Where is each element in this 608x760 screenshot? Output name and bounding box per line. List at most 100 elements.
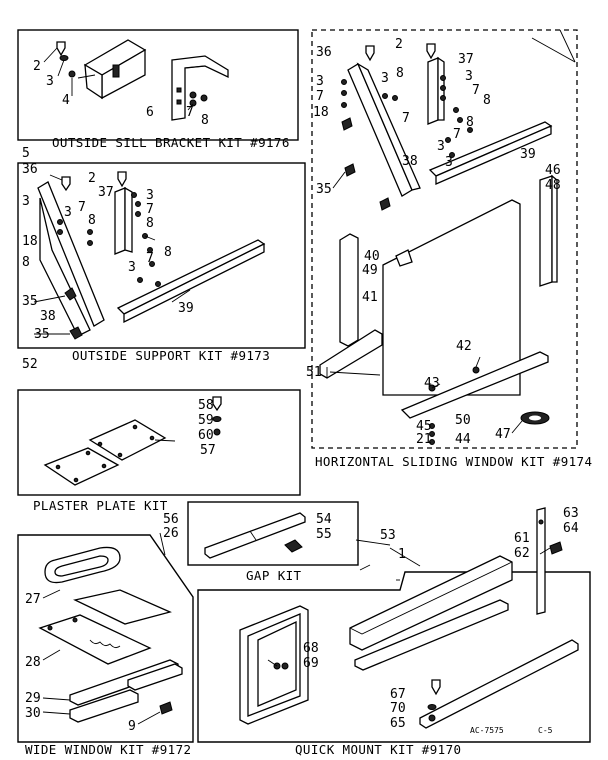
callout: 39 (178, 301, 194, 316)
callout: 58 (198, 398, 214, 413)
callout: 35 (22, 294, 38, 309)
callout: 52 (22, 357, 38, 372)
callout: 36 (316, 45, 332, 60)
callout: 45 (416, 419, 432, 434)
horizontal-sliding-window-kit-panel (311, 29, 578, 449)
callout: 44 (455, 432, 471, 447)
callout: 7 (146, 251, 154, 266)
callout: 7 (453, 127, 461, 142)
gap-kit-panel (187, 501, 359, 566)
callout: 38 (402, 154, 418, 169)
callout: 69 (303, 656, 319, 671)
callout: 46 (545, 163, 561, 178)
callout: 26 (163, 526, 179, 541)
kit-title-outside-support: OUTSIDE SUPPORT KIT #9173 (72, 348, 270, 363)
callout: 30 (25, 706, 41, 721)
quick-mount-kit-panel (197, 571, 591, 743)
quick-mount-parts (239, 507, 579, 729)
callout: 18 (313, 105, 329, 120)
callout: 37 (98, 185, 114, 200)
callout: 57 (200, 443, 216, 458)
callout: 8 (22, 255, 30, 270)
callout: 4 (62, 93, 70, 108)
callout: 3 (146, 188, 154, 203)
kit-title-gap: GAP KIT (246, 568, 302, 583)
callout: 5 (22, 146, 30, 161)
callout: 68 (303, 641, 319, 656)
callout: 67 (390, 687, 406, 702)
callout: 8 (396, 66, 404, 81)
callout: 7 (472, 83, 480, 98)
callout: 60 (198, 428, 214, 443)
callout: 8 (466, 115, 474, 130)
wide-window-kit-panel (17, 534, 194, 743)
callout: 3 (22, 194, 30, 209)
leader-lines (33, 47, 551, 725)
callout: 56 (163, 512, 179, 527)
callout: 1 (398, 547, 406, 562)
callout: 3 (316, 74, 324, 89)
wide-window-parts (38, 546, 183, 723)
gap-kit-parts (204, 512, 306, 559)
callout: 43 (424, 376, 440, 391)
callout: 3 (128, 260, 136, 275)
plaster-plate-kit-panel (17, 389, 301, 496)
outside-support-parts (37, 171, 266, 340)
callout: 54 (316, 512, 332, 527)
callout: 7 (402, 111, 410, 126)
callout: 7 (78, 200, 86, 215)
plaster-plate-parts (43, 396, 222, 486)
outside-sill-bracket-kit-panel (17, 29, 299, 141)
callout: 8 (88, 213, 96, 228)
callout: 18 (22, 234, 38, 249)
kit-title-horizontal-sliding: HORIZONTAL SLIDING WINDOW KIT #9174 (315, 454, 592, 469)
callout: 6 (146, 105, 154, 120)
callout: 2 (33, 59, 41, 74)
callout: 8 (164, 245, 172, 260)
callout: 7 (186, 105, 194, 120)
callout: 3 (445, 155, 453, 170)
callout: 53 (380, 528, 396, 543)
footer-code: AC-7575 (470, 726, 504, 735)
callout: 55 (316, 527, 332, 542)
kit-title-plaster-plate: PLASTER PLATE KIT (33, 498, 168, 513)
callout: 2 (88, 171, 96, 186)
callout: 61 (514, 531, 530, 546)
callout: 63 (563, 506, 579, 521)
callout: 50 (455, 413, 471, 428)
callout: 7 (146, 202, 154, 217)
callout: 42 (456, 339, 472, 354)
callout: 3 (465, 69, 473, 84)
callout: 39 (520, 147, 536, 162)
callout: 3 (46, 74, 54, 89)
callout: 8 (146, 216, 154, 231)
callout: 49 (362, 263, 378, 278)
callout: 65 (390, 716, 406, 731)
callout: 40 (364, 249, 380, 264)
kit-title-wide-window: WIDE WINDOW KIT #9172 (25, 742, 191, 757)
callout: 8 (483, 93, 491, 108)
callout: 7 (316, 89, 324, 104)
callout: 64 (563, 521, 579, 536)
outside-support-kit-panel (17, 162, 306, 349)
callout: 35 (34, 327, 50, 342)
callout: 48 (545, 178, 561, 193)
kit-title-quick-mount: QUICK MOUNT KIT #9170 (295, 742, 461, 757)
callout: 47 (495, 427, 511, 442)
callout: 3 (437, 139, 445, 154)
callout: 51 (306, 365, 322, 380)
callout: 9 (128, 719, 136, 734)
callout: 2 (395, 37, 403, 52)
callout: 21 (416, 432, 432, 447)
callout: 36 (22, 162, 38, 177)
footer-page: C-5 (538, 726, 553, 735)
callout-numbers: 2 3 4 5 6 7 8 36 2 37 3 3 8 7 18 7 3 7 8… (22, 37, 579, 734)
callout: 62 (514, 546, 530, 561)
callout: 38 (40, 309, 56, 324)
callout: 29 (25, 691, 41, 706)
callout: 41 (362, 290, 378, 305)
callout: 59 (198, 413, 214, 428)
callout: 37 (458, 52, 474, 67)
